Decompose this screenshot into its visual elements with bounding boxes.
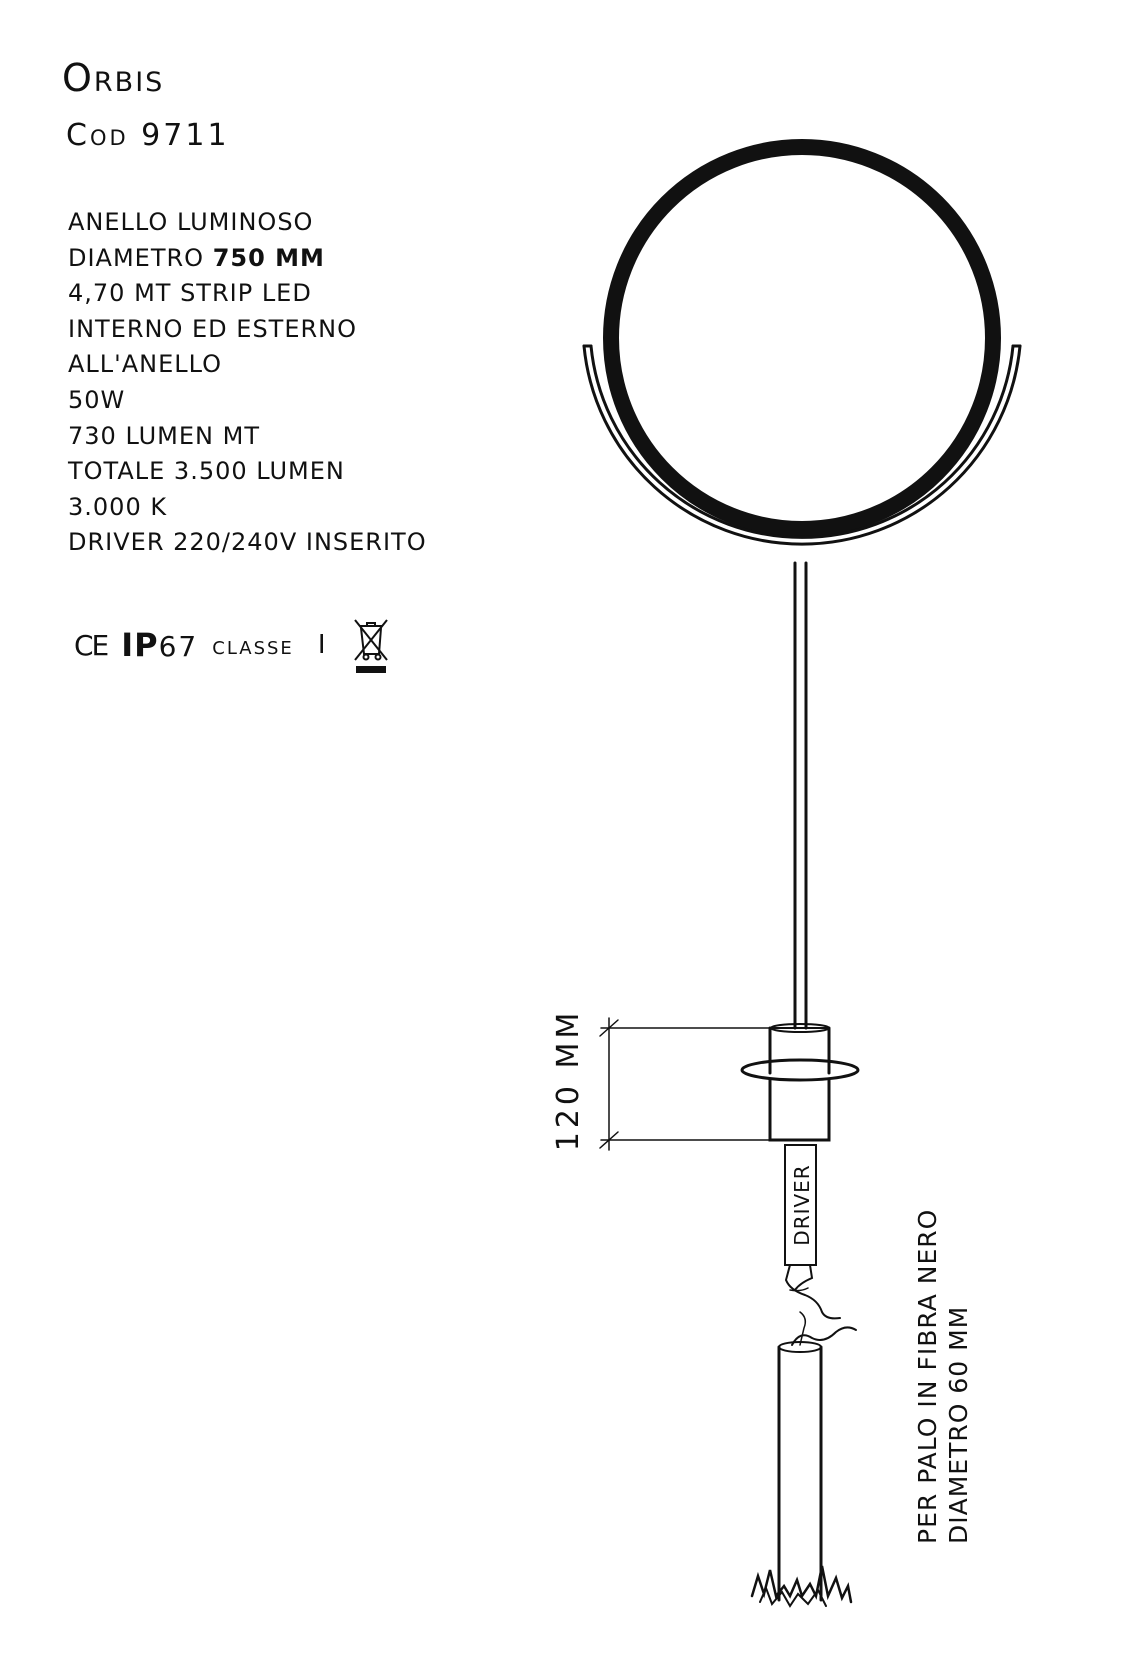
pole-note-line1: PER PALO IN FIBRA NERO bbox=[913, 1209, 942, 1544]
ring-yoke-inner bbox=[589, 344, 1015, 539]
spec-item: ALL'ANELLO bbox=[68, 350, 223, 379]
driver-label: DRIVER bbox=[790, 1164, 814, 1245]
crossed-out-wheelie-bin-icon bbox=[354, 619, 389, 673]
ring-yoke-outer bbox=[582, 344, 1022, 546]
spec-list: ANELLO LUMINOSO DIAMETRO 750 MM 4,70 MT … bbox=[68, 205, 427, 561]
spec-item: DIAMETRO 750 MM bbox=[68, 241, 427, 277]
spec-item: 730 LUMEN MT bbox=[68, 421, 260, 450]
dimension-label: 120 MM bbox=[551, 1009, 586, 1152]
luminous-ring bbox=[603, 139, 1001, 537]
classe-label: classe bbox=[212, 630, 294, 660]
spec-item: 4,70 MT STRIP LED bbox=[68, 279, 312, 308]
ip-number: 67 bbox=[158, 630, 199, 663]
classe-number: I bbox=[317, 630, 326, 660]
driver-box bbox=[784, 1144, 817, 1266]
pole-cable bbox=[791, 1326, 857, 1346]
pole-note-line2: DIAMETRO 60 MM bbox=[944, 1306, 973, 1544]
certification-row: CE IP67 classe I bbox=[74, 615, 393, 675]
base-cylinder-lower bbox=[768, 1078, 831, 1142]
spec-diameter-value: 750 MM bbox=[212, 243, 325, 272]
spec-item: 3.000 K bbox=[68, 492, 168, 521]
spec-item: INTERNO ED ESTERNO bbox=[68, 314, 358, 343]
spec-item: TOTALE 3.500 LUMEN bbox=[68, 457, 345, 486]
base-cylinder-upper bbox=[768, 1026, 831, 1075]
spec-item: ANELLO LUMINOSO bbox=[68, 208, 314, 236]
product-code: Cod 9711 bbox=[66, 118, 230, 153]
product-title: Orbis bbox=[62, 56, 165, 100]
flange-disc bbox=[740, 1058, 860, 1082]
spec-item: 50W bbox=[68, 385, 126, 414]
ip-rating: IP67 bbox=[121, 626, 198, 664]
driver-cable bbox=[784, 1264, 841, 1320]
spec-item: DRIVER 220/240V INSERITO bbox=[68, 528, 427, 557]
grass-ground bbox=[750, 1565, 853, 1604]
ip-prefix: IP bbox=[121, 626, 159, 664]
ce-mark: CE bbox=[74, 628, 109, 662]
spec-label: DIAMETRO bbox=[68, 243, 213, 272]
